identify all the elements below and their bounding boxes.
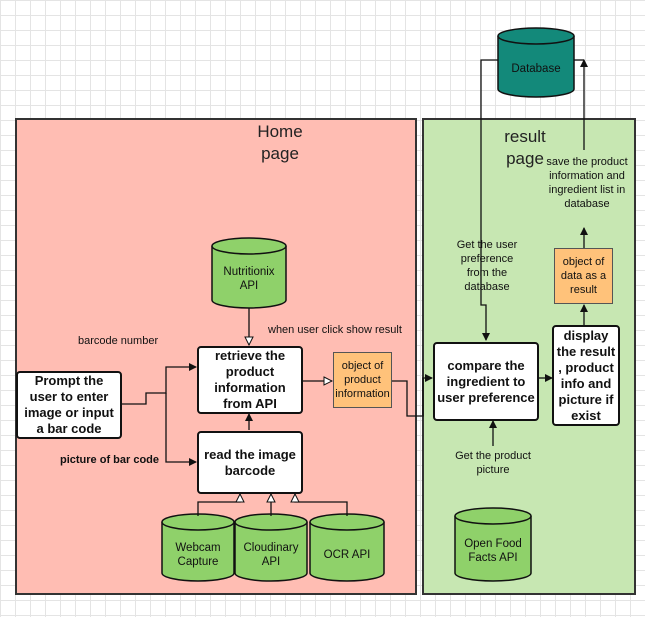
database-cylinder [497,27,575,98]
save-product-info-label: save the product information and ingredi… [546,156,628,210]
read-image-barcode-box: read the image barcode [197,431,303,494]
open-food-facts-api-label: Open Food Facts API [464,538,522,564]
cloudinary-api-label: Cloudinary API [243,542,299,568]
get-product-picture-label: Get the product picture [455,450,531,476]
get-user-preference-label: Get the user preference from the databas… [456,239,518,293]
webcam-capture-label: Webcam Capture [175,542,221,568]
openfood-cylinder [454,507,532,582]
home-page-title: Home page [257,122,303,163]
compare-ingredient-box: compare the ingredient to user preferenc… [433,342,539,421]
result-data-object: object of data as a result [554,248,613,304]
nutritionix-cylinder [211,237,287,309]
ocr-api-label: OCR API [323,549,371,561]
cloudinary-cylinder [234,513,308,582]
product-information-object: object of product information [333,352,392,408]
database-label: Database [511,63,561,75]
nutritionix-api-label: Nutritionix API [223,266,275,292]
when-user-click-label: when user click show result [268,324,402,336]
webcam-cylinder [161,513,235,582]
barcode-number-label: barcode number [78,335,159,347]
prompt-user-box: Prompt the user to enter image or input … [16,371,122,439]
picture-of-bar-code-label: picture of bar code [60,454,160,466]
retrieve-product-info-box: retrieve the product information from AP… [197,346,303,414]
display-result-box: display the result , product info and pi… [552,325,620,426]
result-page-title: result page [504,127,546,168]
ocr-cylinder [309,513,385,582]
